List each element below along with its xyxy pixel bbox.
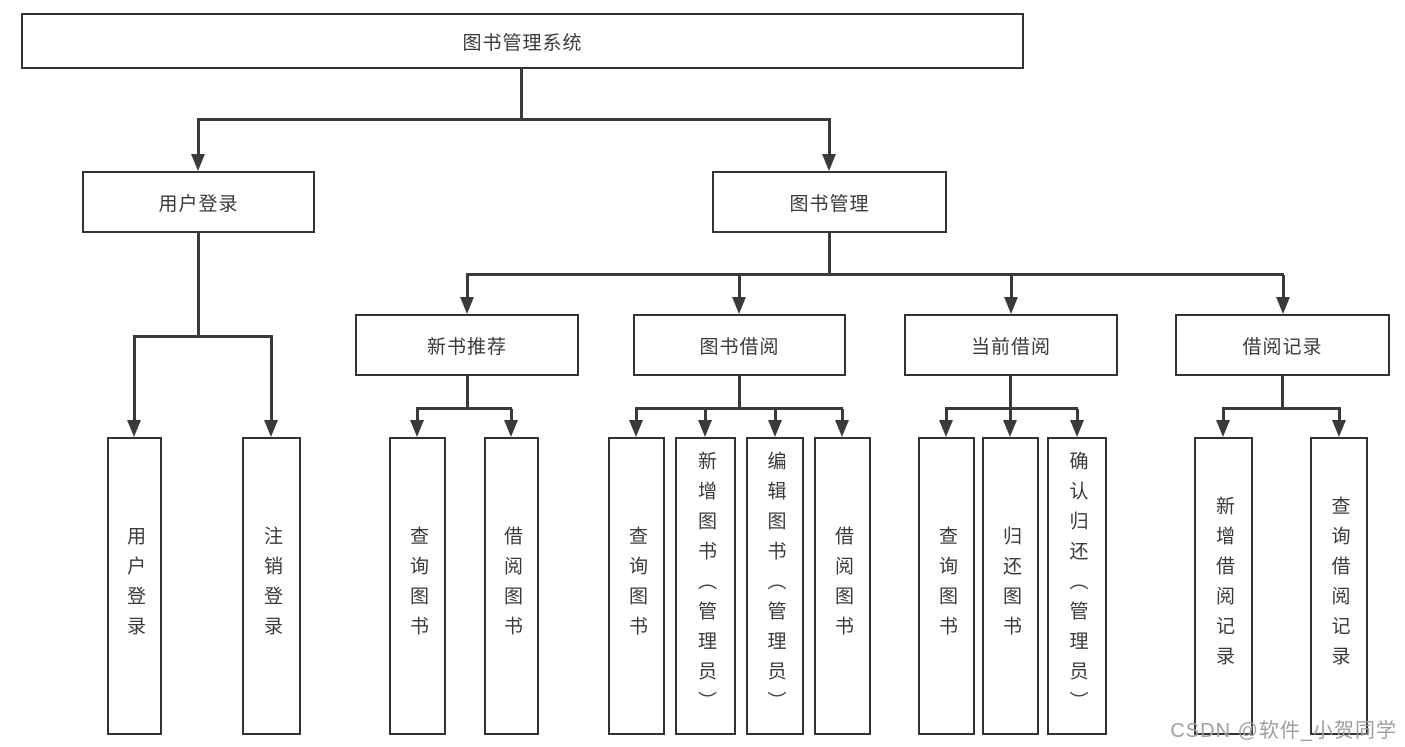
connector-line xyxy=(945,407,1078,410)
connector-line xyxy=(774,409,777,420)
connector-arrowhead xyxy=(768,420,782,437)
connector-arrowhead xyxy=(1216,420,1230,437)
node-label: 借阅图书 xyxy=(501,526,522,646)
node-label: 查询图书 xyxy=(626,526,647,646)
node-label: 借阅记录 xyxy=(1242,336,1323,358)
connector-line xyxy=(1009,409,1012,420)
connector-line xyxy=(1281,376,1284,409)
node-label: 当前借阅 xyxy=(970,336,1051,358)
node-leaf-add-book-admin: 新增图书（管理员） xyxy=(675,437,736,735)
connector-line xyxy=(133,335,273,338)
connector-line xyxy=(1076,409,1079,420)
connector-arrowhead xyxy=(410,420,424,437)
connector-arrowhead xyxy=(504,420,518,437)
node-label: 查询借阅记录 xyxy=(1328,496,1350,676)
node-leaf-query-books-current: 查询图书 xyxy=(918,437,975,735)
node-label: 新书推荐 xyxy=(426,336,507,358)
node-leaf-logout: 注销登录 xyxy=(242,437,301,735)
connector-arrowhead xyxy=(127,420,141,437)
node-user-login: 用户登录 xyxy=(82,171,315,233)
connector-arrowhead xyxy=(1276,297,1290,314)
connector-line xyxy=(270,337,273,420)
node-leaf-query-books-borrowing: 查询图书 xyxy=(608,437,665,735)
connector-line xyxy=(704,409,707,420)
connector-arrowhead xyxy=(939,420,953,437)
connector-line xyxy=(738,376,741,409)
node-label: 归还图书 xyxy=(1000,526,1021,646)
node-leaf-edit-book-admin: 编辑图书（管理员） xyxy=(746,437,804,735)
connector-line xyxy=(738,275,741,297)
connector-arrowhead xyxy=(460,297,474,314)
connector-line xyxy=(1222,409,1225,420)
node-leaf-query-books-recommend: 查询图书 xyxy=(389,437,446,735)
connector-line xyxy=(635,407,843,410)
connector-line xyxy=(1338,409,1341,420)
connector-line xyxy=(1222,407,1341,410)
node-label: 编辑图书（管理员） xyxy=(764,451,786,721)
node-borrowing-records: 借阅记录 xyxy=(1175,314,1390,376)
node-label: 确认归还（管理员） xyxy=(1066,451,1088,721)
connector-arrowhead xyxy=(822,154,836,171)
node-leaf-return-book: 归还图书 xyxy=(982,437,1039,735)
node-label: 借阅图书 xyxy=(832,526,853,646)
connector-arrowhead xyxy=(1004,297,1018,314)
connector-line xyxy=(841,409,844,420)
connector-arrowhead xyxy=(1332,420,1346,437)
node-book-management: 图书管理 xyxy=(712,171,947,233)
node-leaf-query-borrow-record: 查询借阅记录 xyxy=(1310,437,1368,735)
connector-arrowhead xyxy=(732,297,746,314)
connector-line xyxy=(197,233,200,337)
node-label: 新增借阅记录 xyxy=(1213,496,1234,676)
connector-arrowhead xyxy=(1003,420,1017,437)
connector-line xyxy=(828,233,831,275)
connector-line xyxy=(466,273,1284,276)
connector-line xyxy=(416,409,419,420)
connector-line xyxy=(945,409,948,420)
node-new-book-recommendation: 新书推荐 xyxy=(355,314,579,376)
connector-line xyxy=(466,376,469,409)
connector-line xyxy=(197,118,831,121)
node-current-borrowing: 当前借阅 xyxy=(904,314,1118,376)
node-label: 用户登录 xyxy=(124,526,145,646)
connector-line xyxy=(416,407,512,410)
connector-line xyxy=(520,69,523,120)
connector-line xyxy=(1282,275,1285,297)
node-leaf-borrow-books-borrowing: 借阅图书 xyxy=(814,437,871,735)
node-label: 查询图书 xyxy=(407,526,428,646)
watermark-csdn: CSDN @软件_小贺同学 xyxy=(1170,720,1397,742)
node-library-management-system: 图书管理系统 xyxy=(21,13,1024,69)
node-leaf-borrow-books-recommend: 借阅图书 xyxy=(484,437,539,735)
connector-line xyxy=(635,409,638,420)
node-book-borrowing: 图书借阅 xyxy=(633,314,846,376)
connector-arrowhead xyxy=(835,420,849,437)
connector-arrowhead xyxy=(264,420,278,437)
node-leaf-confirm-return-admin: 确认归还（管理员） xyxy=(1047,437,1107,735)
connector-arrowhead xyxy=(191,154,205,171)
node-label: 图书管理系统 xyxy=(462,32,583,54)
connector-line xyxy=(133,337,136,420)
node-label: 查询图书 xyxy=(936,526,957,646)
connector-arrowhead xyxy=(629,420,643,437)
node-label: 图书借阅 xyxy=(699,336,780,358)
node-label: 新增图书（管理员） xyxy=(695,451,716,721)
connector-line xyxy=(466,275,469,297)
connector-line xyxy=(828,120,831,155)
node-leaf-add-borrow-record: 新增借阅记录 xyxy=(1194,437,1253,735)
node-label: 注销登录 xyxy=(261,526,282,646)
connector-line xyxy=(1010,275,1013,297)
connector-line xyxy=(197,120,200,155)
node-leaf-user-login: 用户登录 xyxy=(107,437,162,735)
node-label: 用户登录 xyxy=(158,193,239,215)
connector-line xyxy=(510,409,513,420)
connector-arrowhead xyxy=(698,420,712,437)
connector-arrowhead xyxy=(1070,420,1084,437)
connector-line xyxy=(1009,376,1012,409)
node-label: 图书管理 xyxy=(789,193,870,215)
